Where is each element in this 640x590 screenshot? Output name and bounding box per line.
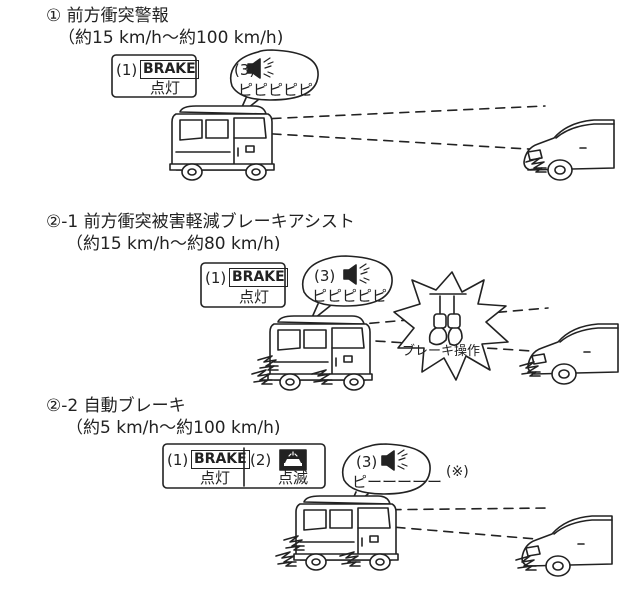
section-1-brake-state: 点灯 [150,79,181,97]
section-2-2-brake-state: 点灯 [200,469,231,487]
section-2-1-brake-lamp-label: BRAKE [229,268,288,287]
detection-line-lower [239,131,546,151]
section-2-1-brake-operation: ブレーキ操作 [402,344,481,359]
section-2-2-brake-lamp-label: BRAKE [191,450,250,469]
section-2-1-sound-text: ピピピピピ [312,287,388,305]
section-2-1-illustration [200,255,619,391]
section-2-2-title: ②-2 自動ブレーキ [46,396,186,416]
section-1-title: ① 前方衝突警報 [46,6,169,26]
detection-line-upper [239,105,546,121]
section-2-2-indicator-num: (2) [250,451,272,469]
section-2-1-speed: （約15 km/h～約80 km/h) [66,234,281,254]
section-1-sound-num: (3) [234,61,256,79]
section-2-2-speed: （約5 km/h～約100 km/h) [66,418,281,438]
section-2-1-title: ②-1 前方衝突被害軽減ブレーキアシスト [46,212,355,232]
section-2-2-indicator-state: 点滅 [278,469,309,487]
own-car [267,315,373,391]
section-2-1-brake-state: 点灯 [239,288,270,306]
front-car [527,323,619,385]
section-1-speed: （約15 km/h～約100 km/h) [58,28,284,48]
car-collision-warning-icon [279,449,307,471]
section-1-brake-lamp-label: BRAKE [140,60,199,79]
brake-lamp-box [200,262,286,308]
detection-line-lower [359,339,549,353]
section-1-illustration [111,49,615,181]
section-2-2-note: (※) [446,464,469,480]
front-car [521,515,613,577]
section-2-1-sound-num: (3) [314,267,336,285]
section-2-2-sound-num: (3) [356,453,378,471]
section-2-2-sound-text: ピーーーーー [352,473,443,491]
brake-lamp-box [111,54,197,98]
own-car [169,105,275,181]
section-1-brake-num: (1) [116,61,138,79]
detection-line-lower [379,525,549,541]
own-car-skid-marks [275,551,297,567]
own-car [293,495,399,571]
section-2-2-brake-num: (1) [167,451,189,469]
section-2-2-illustration [162,443,613,577]
section-1-sound-text: ピピピピピ [238,81,314,99]
section-2-1-brake-num: (1) [205,269,227,287]
